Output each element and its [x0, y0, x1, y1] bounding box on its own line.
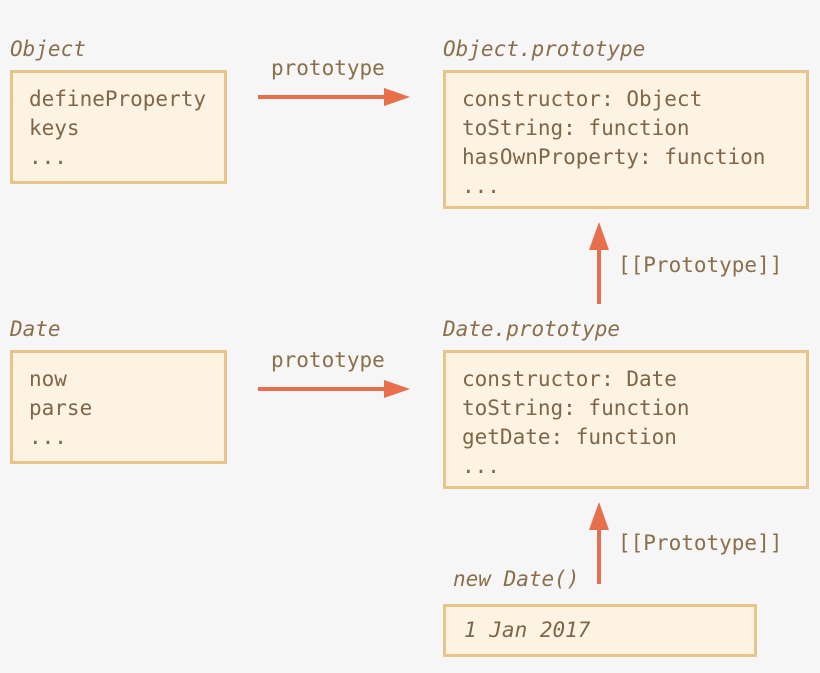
object-item: defineProperty: [29, 87, 207, 111]
date-item: now: [29, 367, 67, 391]
date-label: Date: [10, 317, 61, 341]
up-arrow-icon: [589, 222, 609, 304]
proto-link-label-top: [[Prototype]]: [618, 253, 783, 277]
object-prototype-item: toString: function: [462, 116, 690, 140]
date-box: now parse ...: [10, 350, 227, 464]
object-item: keys: [29, 116, 80, 140]
date-item: ...: [29, 425, 67, 449]
right-arrow-icon: [258, 380, 410, 398]
object-item: ...: [29, 145, 67, 169]
prototype-arrow-label-mid: prototype: [271, 348, 385, 372]
date-prototype-box: constructor: Date toString: function get…: [443, 350, 809, 489]
date-prototype-item: constructor: Date: [462, 367, 677, 391]
date-item: parse: [29, 396, 93, 420]
object-box: defineProperty keys ...: [10, 70, 227, 184]
right-arrow-icon: [258, 88, 410, 106]
date-prototype-item: getDate: function: [462, 425, 677, 449]
date-prototype-item: ...: [462, 454, 500, 478]
date-prototype-label: Date.prototype: [443, 317, 621, 341]
instance-value: 1 Jan 2017: [464, 618, 591, 642]
object-label: Object: [10, 37, 86, 61]
instance-label: new Date(): [453, 567, 580, 591]
object-prototype-item: constructor: Object: [462, 87, 703, 111]
object-prototype-box: constructor: Object toString: function h…: [443, 70, 809, 209]
date-prototype-item: toString: function: [462, 396, 690, 420]
up-arrow-icon: [589, 502, 609, 584]
instance-box: 1 Jan 2017: [443, 604, 757, 657]
prototype-arrow-label-top: prototype: [271, 56, 385, 80]
object-prototype-label: Object.prototype: [443, 37, 646, 61]
proto-link-label-bottom: [[Prototype]]: [618, 531, 783, 555]
object-prototype-item: hasOwnProperty: function: [462, 145, 766, 169]
object-prototype-item: ...: [462, 174, 500, 198]
